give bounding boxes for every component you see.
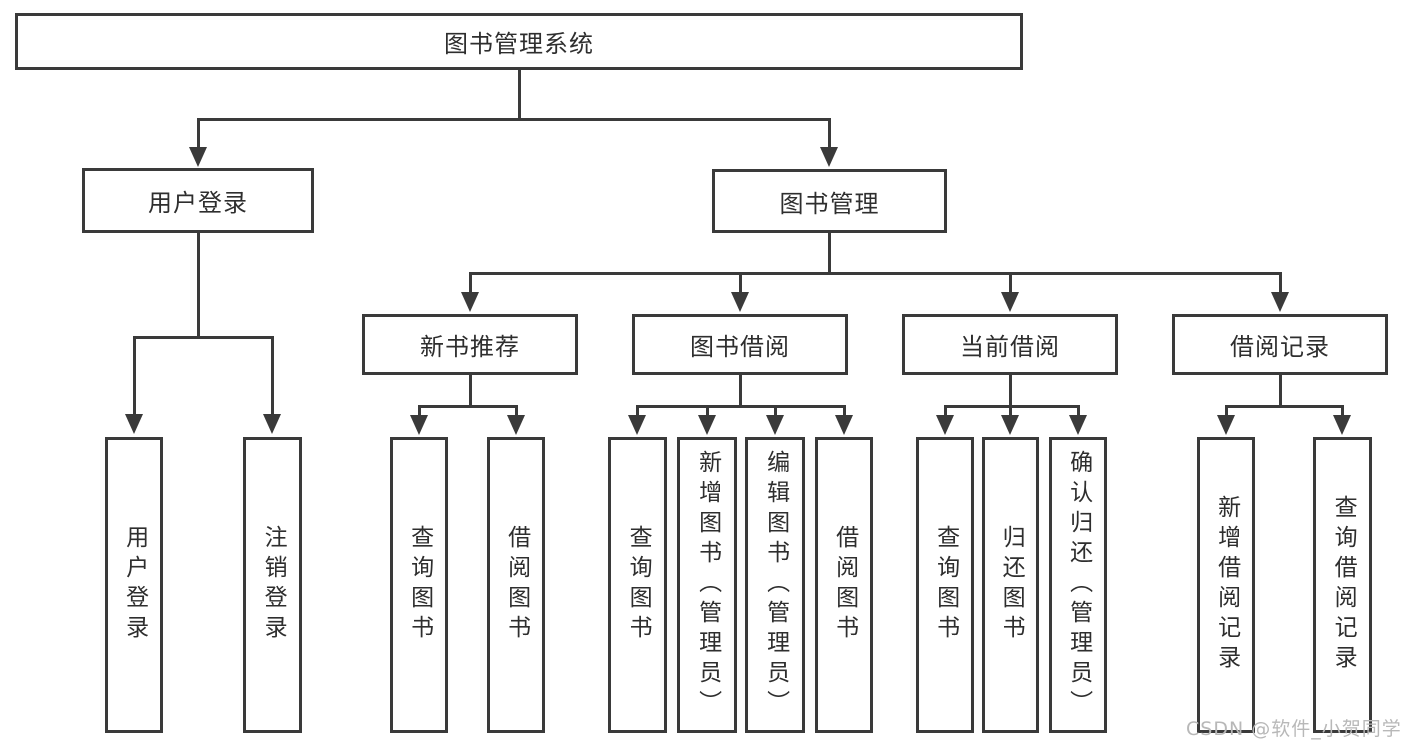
- node-library-management-system: 图书管理系统: [15, 13, 1023, 70]
- node-current-borrowing: 当前借阅: [902, 314, 1118, 375]
- leaf-logout: 注销登录: [243, 437, 302, 733]
- arrow-down-icon: [1001, 415, 1019, 435]
- connector-line: [1225, 405, 1344, 408]
- node-label: 当前借阅: [960, 333, 1060, 361]
- leaf-label: 注销登录: [260, 525, 287, 645]
- leaf-label: 归还图书: [998, 525, 1025, 645]
- connector-line: [418, 405, 421, 417]
- connector-line: [518, 70, 521, 118]
- leaf-label: 新增借阅记录: [1213, 495, 1240, 675]
- arrow-down-icon: [461, 292, 479, 312]
- node-book-borrowing: 图书借阅: [632, 314, 848, 375]
- leaf-label: 借阅图书: [831, 525, 858, 645]
- connector-line: [828, 118, 831, 150]
- leaf-bb-borrow-books: 借阅图书: [815, 437, 873, 733]
- connector-line: [469, 272, 1282, 275]
- connector-line: [944, 405, 947, 417]
- arrow-down-icon: [1069, 415, 1087, 435]
- connector-line: [706, 405, 709, 417]
- connector-line: [828, 232, 831, 272]
- connector-line: [469, 272, 472, 295]
- arrow-down-icon: [125, 414, 143, 434]
- connector-line: [197, 232, 200, 336]
- arrow-down-icon: [1271, 292, 1289, 312]
- connector-line: [1279, 375, 1282, 407]
- watermark-text: CSDN @软件_小贺同学: [1186, 718, 1402, 740]
- connector-line: [774, 405, 777, 417]
- node-new-book-recommendation: 新书推荐: [362, 314, 578, 375]
- arrow-down-icon: [263, 414, 281, 434]
- arrow-down-icon: [1333, 415, 1351, 435]
- connector-line: [1341, 405, 1344, 417]
- leaf-nb-borrow-books: 借阅图书: [487, 437, 545, 733]
- leaf-label: 查询图书: [406, 525, 433, 645]
- arrow-down-icon: [189, 147, 207, 167]
- leaf-bb-edit-books-admin: 编辑图书（管理员）: [745, 437, 805, 733]
- node-book-management: 图书管理: [712, 169, 947, 233]
- connector-line: [469, 375, 472, 407]
- node-label: 图书管理: [779, 189, 880, 218]
- leaf-label: 查询图书: [932, 525, 959, 645]
- arrow-down-icon: [731, 292, 749, 312]
- arrow-down-icon: [507, 415, 525, 435]
- leaf-cb-return-books: 归还图书: [982, 437, 1039, 733]
- leaf-bb-add-books-admin: 新增图书（管理员）: [677, 437, 737, 733]
- arrow-down-icon: [1217, 415, 1235, 435]
- arrow-down-icon: [766, 415, 784, 435]
- connector-line: [1009, 375, 1012, 407]
- connector-line: [133, 336, 136, 414]
- connector-line: [739, 375, 742, 407]
- connector-line: [133, 336, 274, 339]
- leaf-label: 查询借阅记录: [1330, 495, 1357, 675]
- connector-line: [1009, 405, 1012, 417]
- connector-line: [197, 118, 200, 150]
- connector-line: [1009, 272, 1012, 295]
- connector-line: [636, 405, 846, 408]
- leaf-label: 用户登录: [121, 525, 148, 645]
- connector-line: [636, 405, 639, 417]
- leaf-nb-query-books: 查询图书: [390, 437, 448, 733]
- connector-line: [271, 336, 274, 414]
- node-label: 新书推荐: [420, 333, 520, 361]
- leaf-br-query-record: 查询借阅记录: [1313, 437, 1372, 733]
- connector-line: [944, 405, 1080, 408]
- leaf-cb-confirm-return-admin: 确认归还（管理员）: [1049, 437, 1107, 733]
- connector-line: [1077, 405, 1080, 417]
- connector-line: [739, 272, 742, 295]
- arrow-down-icon: [410, 415, 428, 435]
- node-borrowing-records: 借阅记录: [1172, 314, 1388, 375]
- node-user-login: 用户登录: [82, 168, 314, 233]
- arrow-down-icon: [628, 415, 646, 435]
- arrow-down-icon: [936, 415, 954, 435]
- connector-line: [515, 405, 518, 417]
- leaf-cb-query-books: 查询图书: [916, 437, 974, 733]
- node-label: 图书借阅: [690, 333, 790, 361]
- connector-line: [197, 118, 831, 121]
- arrow-down-icon: [820, 147, 838, 167]
- leaf-br-add-record: 新增借阅记录: [1197, 437, 1255, 733]
- leaf-label: 查询图书: [625, 525, 652, 645]
- connector-line: [418, 405, 518, 408]
- connector-line: [1279, 272, 1282, 295]
- leaf-label: 借阅图书: [503, 525, 530, 645]
- connector-line: [843, 405, 846, 417]
- node-label: 用户登录: [148, 189, 248, 217]
- arrow-down-icon: [698, 415, 716, 435]
- leaf-label: 编辑图书（管理员）: [762, 450, 789, 720]
- leaf-user-login: 用户登录: [105, 437, 163, 733]
- arrow-down-icon: [1001, 292, 1019, 312]
- node-label: 借阅记录: [1230, 333, 1330, 361]
- node-label: 图书管理系统: [444, 30, 594, 58]
- leaf-label: 确认归还（管理员）: [1065, 450, 1092, 720]
- arrow-down-icon: [835, 415, 853, 435]
- connector-line: [1225, 405, 1228, 417]
- leaf-label: 新增图书（管理员）: [694, 450, 721, 720]
- leaf-bb-query-books: 查询图书: [608, 437, 667, 733]
